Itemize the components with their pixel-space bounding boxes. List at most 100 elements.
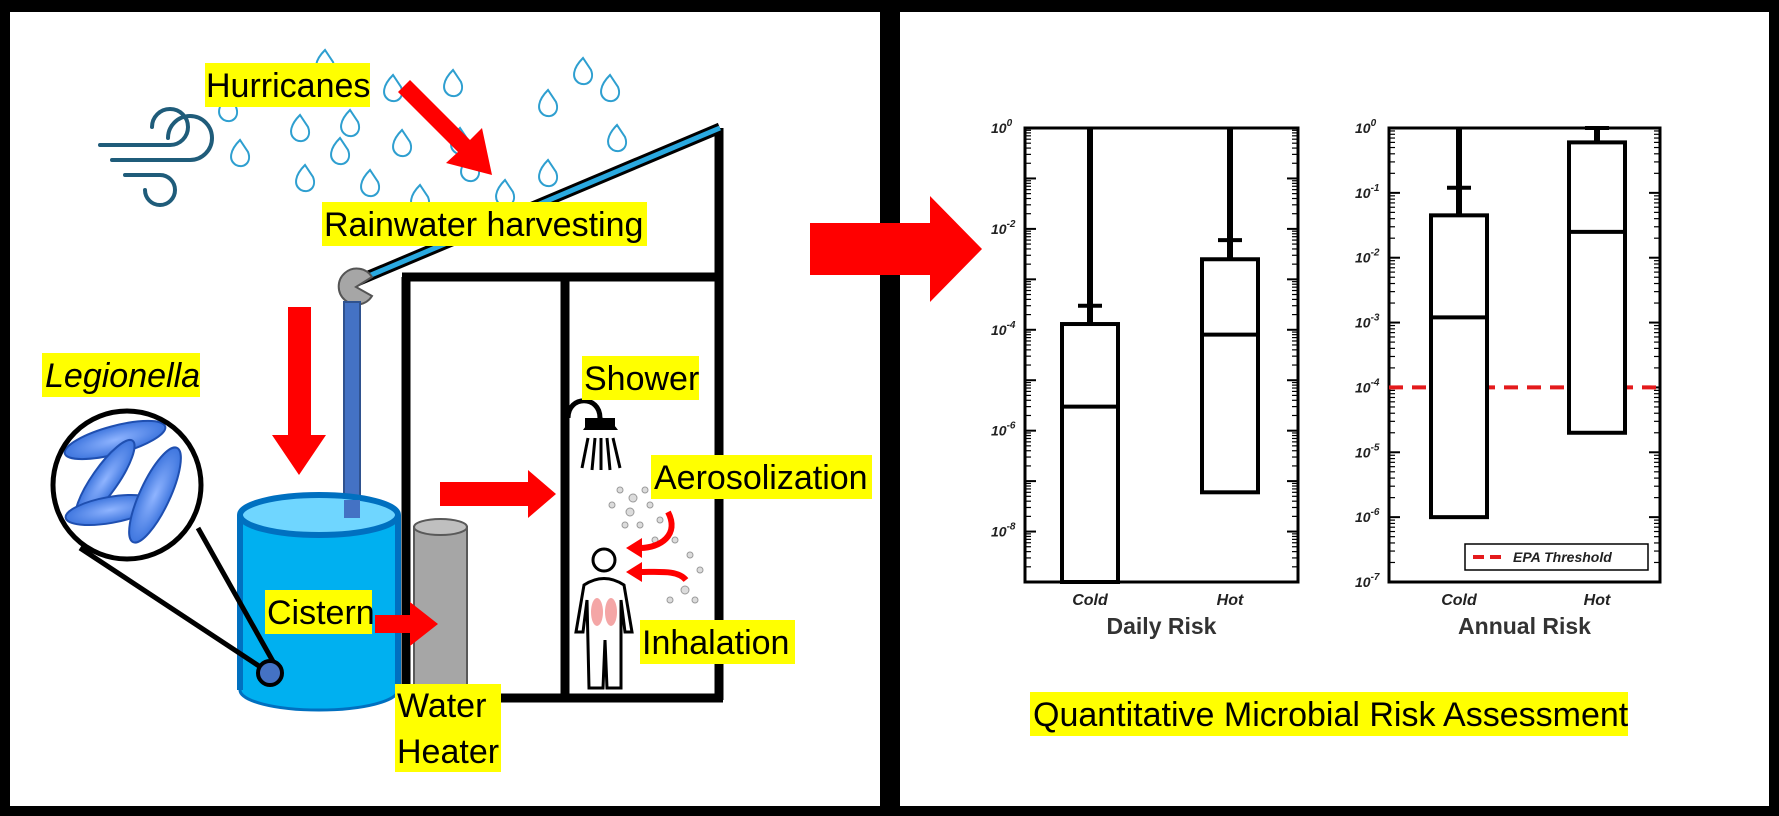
svg-text:Aerosolization: Aerosolization (654, 459, 868, 497)
svg-text:Cistern: Cistern (267, 594, 375, 632)
raindrop-icon (607, 123, 627, 153)
y-tick-label: 100 (991, 118, 1013, 136)
y-tick-label: 10-4 (1355, 377, 1380, 395)
aerosol-droplet (696, 566, 704, 574)
magnifier (50, 408, 284, 687)
raindrop-icon (538, 158, 558, 188)
y-tick-label: 10-2 (991, 219, 1016, 237)
water-heater-icon (413, 518, 468, 693)
x-tick-label: Cold (1441, 592, 1478, 609)
aerosol-droplet (628, 493, 638, 503)
raindrop-icon (443, 68, 463, 98)
box-iqr (1567, 140, 1627, 435)
box-iqr (1060, 322, 1120, 584)
aerosol-droplets (608, 486, 704, 604)
box-cold (1429, 126, 1489, 520)
downspout (343, 301, 361, 523)
label-aerosolization: Aerosolization (651, 455, 872, 499)
raindrop-icon (573, 56, 593, 86)
aerosol-droplet (686, 551, 694, 559)
aerosol-droplet (621, 521, 629, 529)
box-iqr (1200, 257, 1260, 495)
x-axis-title: Annual Risk (1458, 613, 1591, 639)
right-panel (900, 12, 1769, 806)
aerosol-droplet (608, 501, 616, 509)
lungs-icon (591, 598, 617, 626)
box-cold (1060, 126, 1120, 584)
inhalation-arrowhead (626, 538, 642, 558)
aerosol-droplet (641, 486, 649, 494)
bacteria-icon (63, 419, 182, 544)
aerosol-droplet (666, 596, 674, 604)
down-arrow (272, 307, 326, 475)
house-outline (400, 128, 724, 703)
label-inhalation: Inhalation (640, 620, 795, 664)
svg-text:Water: Water (397, 687, 486, 725)
label-water-heater: Water Heater (395, 684, 501, 772)
svg-text:Quantitative Microbial Risk As: Quantitative Microbial Risk Assessment (1033, 696, 1629, 734)
svg-text:Rainwater harvesting: Rainwater harvesting (324, 206, 643, 244)
transition-arrow (810, 196, 982, 302)
raindrop-icon (392, 128, 412, 158)
y-tick-label: 10-7 (1355, 572, 1380, 590)
axis-frame (1387, 126, 1662, 584)
legend-label: EPA Threshold (1513, 549, 1612, 565)
aerosol-droplet (656, 516, 664, 524)
aerosol-droplet (636, 521, 644, 529)
downspout-end (344, 500, 360, 518)
aerosol-droplet (646, 501, 654, 509)
aerosol-droplet (691, 596, 699, 604)
x-tick-label: Cold (1072, 592, 1109, 609)
wind-icon (98, 107, 214, 207)
raindrop-icon (600, 73, 620, 103)
label-shower: Shower (582, 356, 699, 400)
inhalation-arrowhead (626, 562, 642, 582)
y-tick-label: 10-4 (991, 320, 1016, 338)
label-legionella: Legionella (42, 353, 200, 397)
y-tick-label: 10-6 (991, 421, 1016, 439)
raindrop-icon (538, 88, 558, 118)
y-tick-label: 10-8 (991, 522, 1016, 540)
svg-text:Legionella: Legionella (45, 357, 200, 395)
y-tick-label: 100 (1355, 118, 1377, 136)
box-hot (1200, 126, 1260, 495)
gutter-icon (337, 267, 374, 306)
x-tick-label: Hot (1584, 592, 1611, 609)
label-cistern: Cistern (265, 590, 375, 634)
raindrop-icon (230, 138, 250, 168)
svg-text:Shower: Shower (584, 360, 699, 398)
x-axis-title: Daily Risk (1107, 613, 1217, 639)
svg-text:Inhalation: Inhalation (642, 624, 789, 662)
shower-head-icon (565, 398, 622, 471)
label-rainwater-harvesting: Rainwater harvesting (322, 202, 647, 246)
cistern-heater-arrow (375, 602, 438, 646)
y-tick-label: 10-1 (1355, 183, 1380, 201)
raindrop-icon (360, 168, 380, 198)
raindrop-icon (330, 136, 350, 166)
label-hurricanes: Hurricanes (205, 63, 370, 107)
box-hot (1567, 126, 1627, 435)
aerosol-droplet (616, 486, 624, 494)
aerosol-droplet (625, 507, 635, 517)
raindrop-icon (295, 163, 315, 193)
y-tick-label: 10-5 (1355, 442, 1380, 460)
raindrop-icon (290, 113, 310, 143)
aerosol-droplet (671, 536, 679, 544)
x-tick-label: Hot (1217, 592, 1244, 609)
y-tick-label: 10-2 (1355, 248, 1380, 266)
heater-shower-arrow (440, 470, 556, 518)
axis-frame (1023, 126, 1300, 584)
aerosol-droplet (680, 585, 690, 595)
rain-arrow (398, 80, 492, 175)
y-tick-label: 10-3 (1355, 313, 1380, 331)
footer-label: Quantitative Microbial Risk Assessment (1030, 692, 1629, 736)
inhalation-arrows (639, 510, 689, 583)
box-iqr (1429, 213, 1489, 520)
svg-text:Heater: Heater (397, 733, 499, 771)
person-icon (574, 547, 634, 690)
y-tick-label: 10-6 (1355, 507, 1380, 525)
svg-text:Hurricanes: Hurricanes (206, 67, 370, 105)
